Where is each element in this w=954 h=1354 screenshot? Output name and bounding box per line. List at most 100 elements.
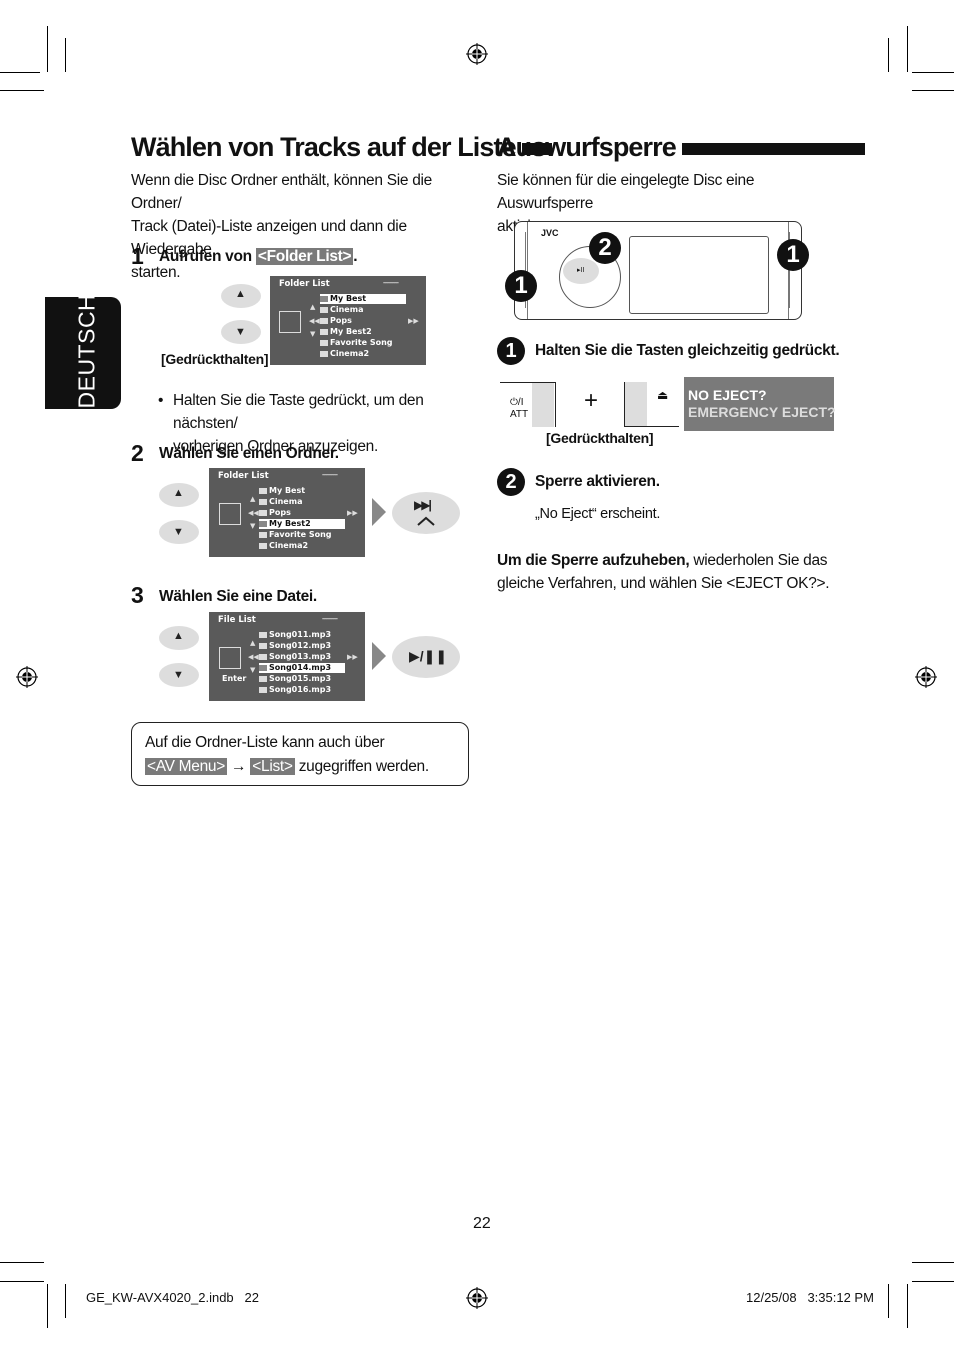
file-icon [259, 631, 267, 638]
list-item[interactable]: My Best2 [320, 327, 372, 337]
list-item[interactable]: Cinema [320, 305, 363, 315]
list-item[interactable]: Song011.mp3 [259, 630, 331, 640]
folder-icon [259, 487, 267, 494]
eject-button[interactable] [625, 382, 647, 426]
footer-date: 12/25/08 3:35:12 PM [746, 1290, 874, 1305]
language-tab-label: DEUTSCH [73, 293, 100, 409]
screen-title: Folder List [218, 471, 269, 481]
callout-number: 2 [589, 232, 621, 264]
list-item[interactable]: Pops [320, 316, 352, 326]
hold-label: [Gedrückthalten] [546, 430, 654, 446]
screen-title: File List [218, 615, 256, 625]
folder-name: Pops [330, 316, 352, 325]
folder-name: Favorite Song [330, 338, 393, 347]
left-intro: Wenn die Disc Ordner enthält, können Sie… [131, 169, 471, 284]
step-number: 2 [131, 440, 144, 466]
folder-icon [320, 350, 328, 357]
folder-name: Favorite Song [269, 530, 332, 539]
down-icon: ▼ [250, 522, 256, 530]
play-pause-button[interactable]: ▶/❚❚ [392, 636, 460, 678]
up-arrow-icon: ▲ [173, 487, 184, 499]
emergency-eject-option[interactable]: EMERGENCY EJECT? [688, 404, 836, 420]
step-number: 1 [131, 243, 144, 269]
eject-button-illustration: ⏏ [624, 382, 679, 427]
list-item[interactable]: Song016.mp3 [259, 685, 331, 695]
folder-name: Pops [269, 508, 291, 517]
no-eject-option[interactable]: NO EJECT? [688, 387, 767, 403]
right-step2-label: Sperre aktivieren. [535, 473, 660, 490]
list-item[interactable]: Song014.mp3 [259, 663, 345, 673]
folder-icon [320, 295, 328, 302]
intro-line: starten. [131, 264, 181, 281]
file-name: Song011.mp3 [269, 630, 332, 639]
list-item[interactable]: Song013.mp3 [259, 652, 331, 662]
screen-dots: -------- [321, 614, 338, 623]
bullet-text: Halten Sie die Taste gedrückt, um den nä… [173, 389, 473, 458]
file-name: Song016.mp3 [269, 685, 332, 694]
list-item[interactable]: Favorite Song [259, 530, 332, 540]
screen-dots: -------- [321, 470, 338, 479]
file-icon [259, 686, 267, 693]
registration-mark-icon [466, 1287, 488, 1309]
bullet-line: vorherigen Ordner anzuzeigen. [173, 438, 378, 455]
folder-icon [320, 317, 328, 324]
up-arrow-icon: ▲ [173, 630, 184, 642]
list-highlight: <List> [250, 758, 295, 775]
right-arrow-icon: → [231, 758, 247, 775]
dial-icon [219, 503, 241, 525]
list-item[interactable]: Song012.mp3 [259, 641, 331, 651]
list-item[interactable]: Cinema2 [259, 541, 308, 551]
list-item[interactable]: Favorite Song [320, 338, 393, 348]
power-button[interactable] [532, 383, 554, 427]
bullet-icon: • [158, 392, 164, 409]
up-button[interactable]: ▲ [159, 483, 199, 507]
up-button[interactable]: ▲ [221, 284, 261, 308]
up-button[interactable]: ▲ [159, 626, 199, 650]
file-name: Song014.mp3 [269, 663, 332, 672]
intro-line: Wenn die Disc Ordner enthält, können Sie… [131, 172, 433, 212]
page-number: 22 [473, 1215, 491, 1232]
file-name: Song013.mp3 [269, 652, 332, 661]
chevron-up-icon [417, 516, 435, 526]
down-button[interactable]: ▼ [159, 663, 199, 687]
step-number: 2 [497, 468, 525, 496]
enter-label: Enter [222, 674, 247, 683]
file-icon [259, 675, 267, 682]
step-number: 3 [131, 582, 144, 608]
right-step2-text: „No Eject“ erscheint. [535, 506, 661, 522]
forward-icon: ▶▶ [347, 653, 358, 661]
dial-button[interactable] [563, 258, 599, 284]
av-menu-highlight: <AV Menu> [145, 758, 228, 775]
unlock-line2: gleiche Verfahren, und wählen Sie <EJECT… [497, 575, 830, 592]
unlock-text: Um die Sperre aufzuheben, wiederholen Si… [497, 549, 842, 595]
step-number: 1 [497, 337, 525, 365]
unlock-bold: Um die Sperre aufzuheben, [497, 552, 690, 569]
power-button-illustration: ⏻/I ATT [500, 382, 556, 427]
registration-mark-icon [915, 666, 937, 688]
list-item[interactable]: Cinema2 [320, 349, 369, 359]
forward-icon: ▶▶ [408, 317, 419, 325]
list-item[interactable]: Pops [259, 508, 291, 518]
list-item[interactable]: My Best2 [259, 519, 345, 529]
step1-suffix: . [353, 248, 358, 265]
list-item[interactable]: My Best [320, 294, 406, 304]
language-tab: DEUTSCH [45, 293, 121, 409]
list-item[interactable]: Song015.mp3 [259, 674, 331, 684]
note-tail: zugegriffen werden. [298, 758, 429, 775]
step1-label: Aufrufen von <Folder List>. [159, 248, 358, 266]
folder-list-highlight: <Folder List> [255, 248, 354, 265]
step2-label: Wählen Sie einen Ordner. [159, 445, 339, 462]
down-button[interactable]: ▼ [221, 320, 261, 344]
screen-title: Folder List [279, 279, 330, 289]
dial-icon [279, 311, 301, 333]
down-button[interactable]: ▼ [159, 520, 199, 544]
eject-screen: NO EJECT? EMERGENCY EJECT? [684, 377, 836, 431]
folder-icon [259, 498, 267, 505]
hold-label: [Gedrückthalten] [161, 351, 269, 367]
screen-dots: -------- [382, 278, 399, 287]
skip-forward-button[interactable]: ▶▶| [392, 492, 460, 534]
down-icon: ▼ [310, 330, 316, 338]
folder-name: My Best [269, 486, 306, 495]
list-item[interactable]: My Best [259, 486, 305, 496]
list-item[interactable]: Cinema [259, 497, 302, 507]
